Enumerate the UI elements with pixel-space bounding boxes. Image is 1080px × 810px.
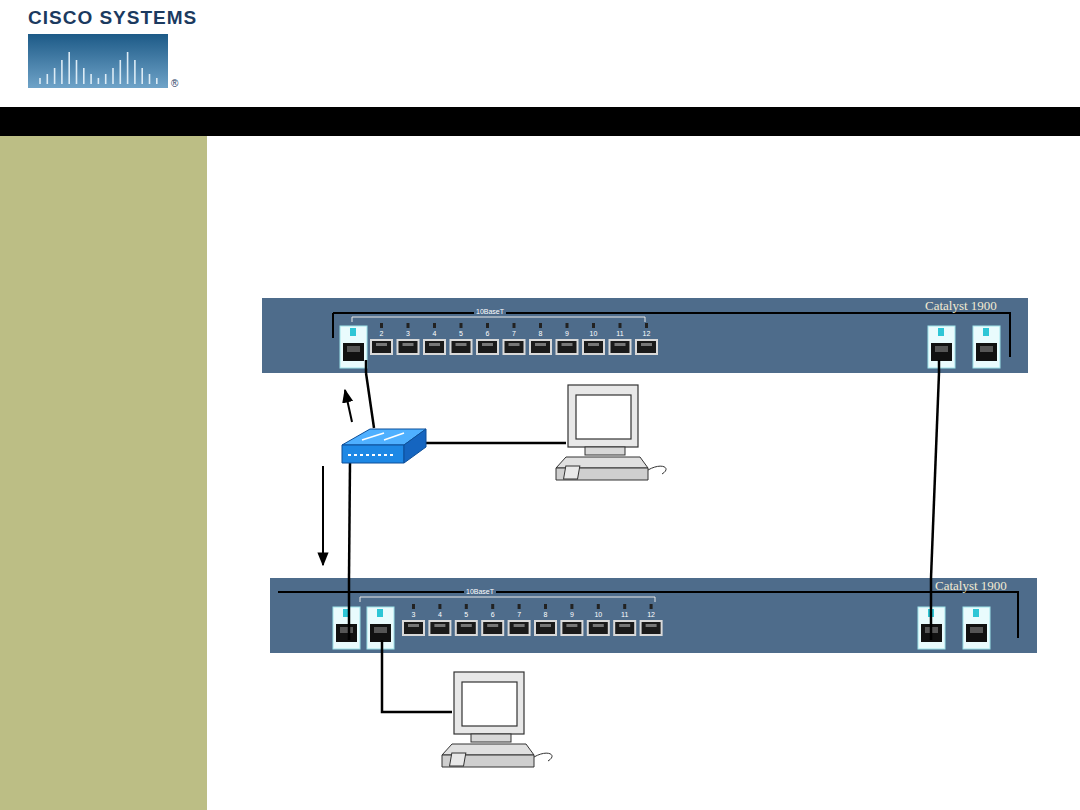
port-number: 3 [412, 611, 416, 618]
port-group-label: 10BaseT [464, 588, 496, 595]
port-number: 5 [464, 611, 468, 618]
port-group-label: 10BaseT [474, 308, 506, 315]
model-name: Catalyst 1900 [925, 299, 997, 312]
port-number: 10 [590, 330, 598, 337]
port-number: 11 [621, 611, 628, 618]
port-number: 2 [380, 330, 384, 337]
port-number: 3 [406, 330, 410, 337]
port-number: 11 [616, 330, 623, 337]
cable [426, 442, 566, 445]
port-number: 10 [594, 611, 602, 618]
port-number: 7 [512, 330, 516, 337]
logo-bars [40, 52, 157, 84]
port-number: 9 [565, 330, 569, 337]
pc-icon [442, 672, 552, 767]
port-number: 7 [517, 611, 521, 618]
logo-block [28, 34, 168, 88]
port-number: 6 [491, 611, 495, 618]
cable [366, 373, 374, 428]
logo-text: CISCO SYSTEMS [28, 8, 197, 27]
pc-icon [556, 385, 666, 480]
port-number: 8 [544, 611, 548, 618]
port-number: 8 [539, 330, 543, 337]
direction-arrow [345, 390, 352, 422]
cable [349, 462, 350, 578]
port-number: 5 [459, 330, 463, 337]
port-number: 12 [647, 611, 655, 618]
trademark-mark: ® [171, 79, 178, 89]
cable [349, 373, 566, 712]
port-number: 12 [643, 330, 651, 337]
cable-link [931, 373, 939, 578]
direction-arrow [322, 466, 324, 565]
hub-icon [342, 429, 426, 463]
port-number: 4 [438, 611, 442, 618]
model-name: Catalyst 1900 [935, 579, 1007, 592]
side-panel [0, 136, 207, 810]
port-number: 9 [570, 611, 574, 618]
header-bar [0, 107, 1080, 136]
cable [382, 653, 452, 712]
port-number: 6 [486, 330, 490, 337]
port-number: 4 [433, 330, 437, 337]
